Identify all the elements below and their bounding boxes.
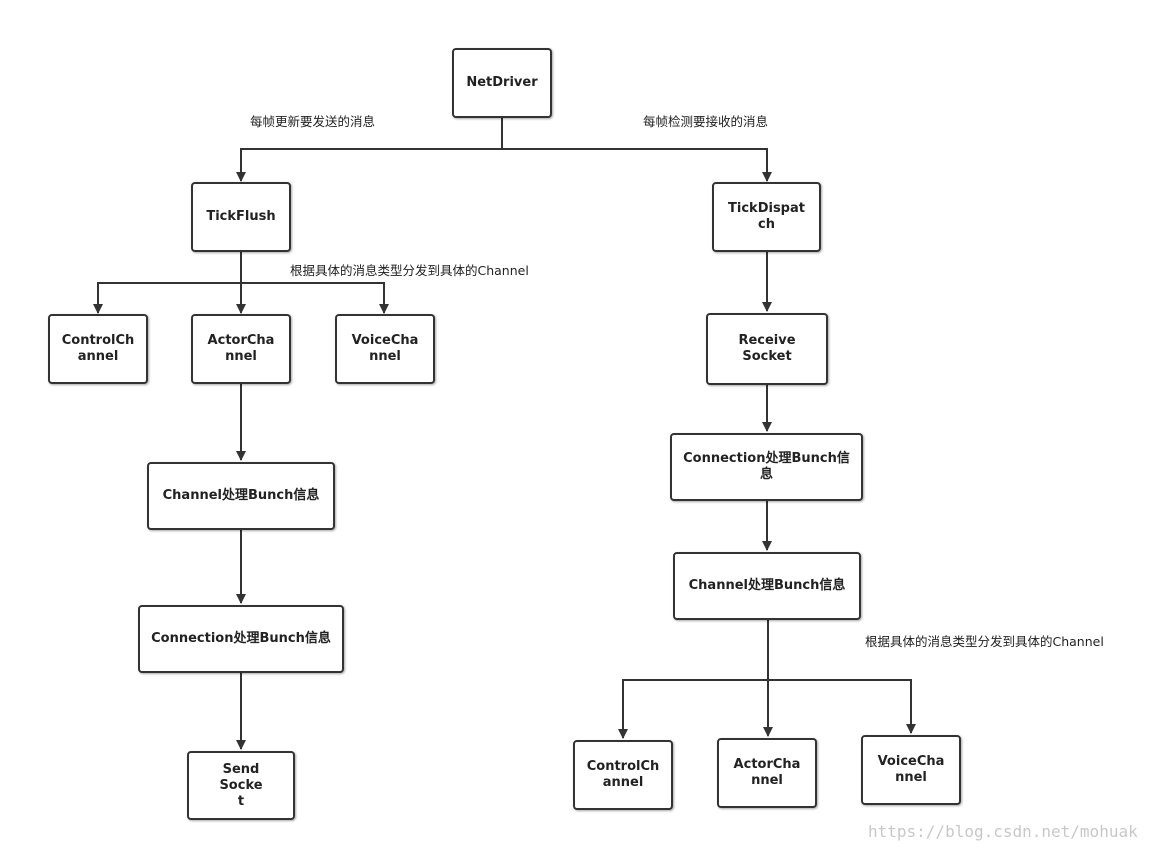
label-send-per-frame: 每帧更新要发送的消息 bbox=[250, 114, 376, 129]
node-receive-socket-label: Receive Socket bbox=[738, 333, 796, 364]
node-left-actor-channel: ActorChannel bbox=[191, 314, 291, 384]
node-tickflush: TickFlush bbox=[191, 182, 291, 252]
node-left-connection-bunch: Connection处理Bunch信息 bbox=[138, 605, 344, 673]
edge-tickflush-control bbox=[93, 282, 241, 314]
node-tickflush-label: TickFlush bbox=[206, 209, 276, 224]
edge-channelbunch-control bbox=[618, 679, 768, 739]
node-right-voice-channel: VoiceChannel bbox=[861, 735, 961, 805]
node-right-control-channel-label: ControlChannel bbox=[586, 759, 660, 790]
node-left-channel-bunch: Channel处理Bunch信息 bbox=[147, 462, 335, 530]
node-netdriver: NetDriver bbox=[452, 48, 552, 118]
label-dispatch-right: 根据具体的消息类型分发到具体的Channel bbox=[865, 634, 1104, 649]
node-tickdispatch-label: TickDispatch bbox=[728, 201, 805, 232]
watermark-text: https://blog.csdn.net/mohuak bbox=[868, 822, 1138, 841]
edge-tickflush-voice bbox=[241, 282, 389, 314]
label-receive-per-frame: 每帧检测要接收的消息 bbox=[643, 114, 769, 129]
node-right-actor-channel: ActorChannel bbox=[717, 738, 817, 808]
node-right-connection-bunch: Connection处理Bunch信息 bbox=[670, 433, 863, 501]
node-right-connection-bunch-label: Connection处理Bunch信息 bbox=[683, 451, 850, 482]
edge-netdriver-tickdispatch bbox=[502, 148, 772, 182]
edge-netdriver-tickflush bbox=[236, 148, 502, 182]
node-right-control-channel: ControlChannel bbox=[573, 740, 673, 810]
node-left-connection-bunch-label: Connection处理Bunch信息 bbox=[151, 631, 331, 646]
node-left-actor-channel-label: ActorChannel bbox=[207, 333, 275, 364]
node-left-control-channel-label: ControlChannel bbox=[61, 333, 135, 364]
node-tickdispatch: TickDispatch bbox=[712, 182, 821, 252]
label-dispatch-left: 根据具体的消息类型分发到具体的Channel bbox=[290, 263, 529, 278]
node-left-voice-channel: VoiceChannel bbox=[335, 314, 435, 384]
node-send-socket-label: Send Socket bbox=[219, 761, 263, 809]
node-right-channel-bunch-label: Channel处理Bunch信息 bbox=[688, 578, 846, 593]
node-receive-socket: Receive Socket bbox=[706, 313, 828, 385]
node-netdriver-label: NetDriver bbox=[466, 75, 538, 90]
edge-channelbunch-voice bbox=[768, 679, 916, 734]
node-left-voice-channel-label: VoiceChannel bbox=[351, 333, 419, 364]
node-right-voice-channel-label: VoiceChannel bbox=[877, 754, 945, 785]
node-send-socket: Send Socket bbox=[187, 751, 295, 820]
node-right-channel-bunch: Channel处理Bunch信息 bbox=[673, 552, 861, 620]
node-right-actor-channel-label: ActorChannel bbox=[733, 757, 801, 788]
node-left-control-channel: ControlChannel bbox=[48, 314, 148, 384]
node-left-channel-bunch-label: Channel处理Bunch信息 bbox=[162, 488, 320, 503]
